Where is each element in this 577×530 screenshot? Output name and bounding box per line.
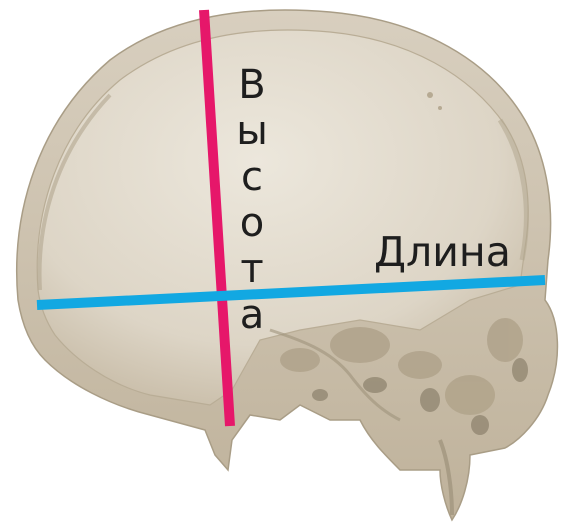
length-label: Длина xyxy=(374,232,511,273)
height-label: Высота xyxy=(232,62,272,338)
